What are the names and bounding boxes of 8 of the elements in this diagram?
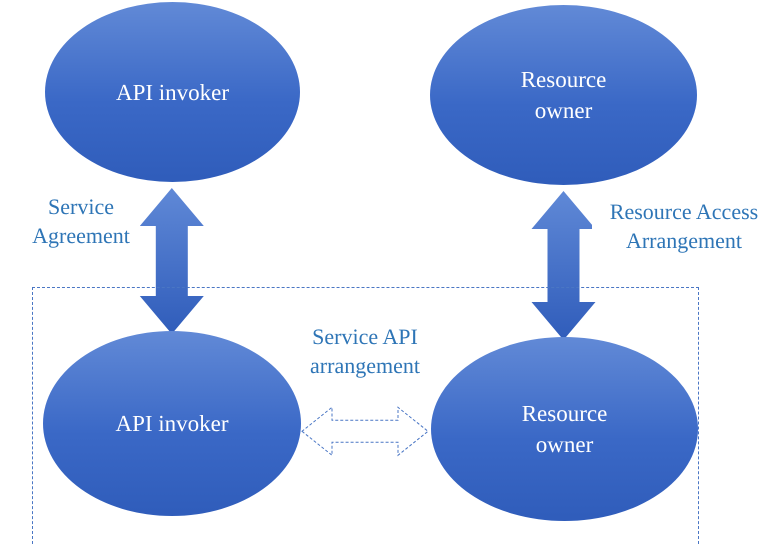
- node-label: API invoker: [114, 78, 230, 106]
- block-double-arrow: [532, 191, 596, 340]
- node-label: Resource owner: [520, 400, 608, 459]
- node-label: API invoker: [114, 410, 230, 438]
- block-double-arrow: [140, 188, 204, 334]
- dashed-boundary: [32, 287, 699, 544]
- dashed-double-arrow: [301, 406, 429, 456]
- node-label: Resource owner: [520, 66, 608, 125]
